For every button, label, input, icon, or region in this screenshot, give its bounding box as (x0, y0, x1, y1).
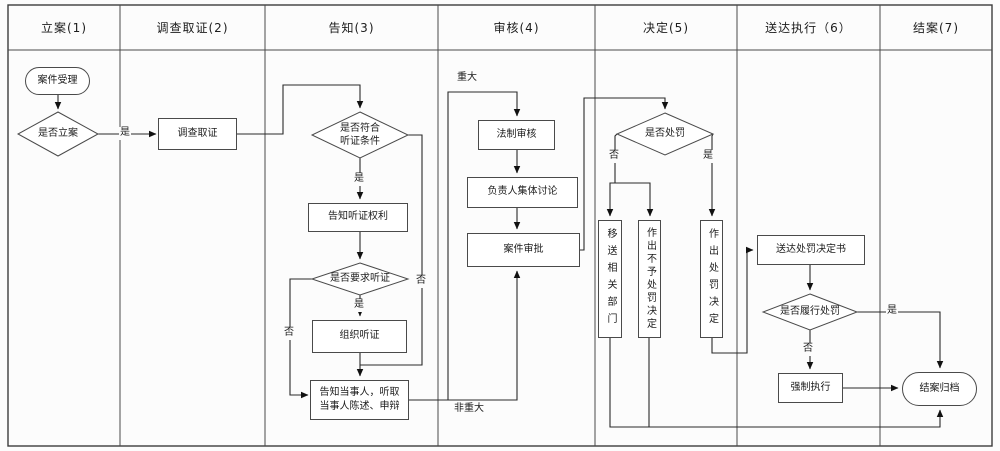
node-close-and-archive: 结案归档 (902, 372, 977, 406)
node-deliver-decision-letter: 送达处罚决定书 (757, 235, 865, 265)
edge-label-yes-fulfill: 是 (886, 305, 898, 318)
edge-label-yes-punish: 是 (702, 150, 714, 163)
node-no-punishment-decision: 作出不予处罚决定 (638, 220, 661, 338)
node-notify-party-statement: 告知当事人，听取当事人陈述、申辩 (310, 380, 409, 420)
diamond-file-case (16, 111, 100, 157)
node-hearing-request-decision: 是否要求听证 (330, 273, 390, 285)
swimlane-grid (7, 4, 993, 447)
edge-label-major: 重大 (456, 72, 478, 85)
lane-header-investigation: 调查取证(2) (156, 20, 229, 35)
lane-header-review: 审核(4) (493, 20, 540, 35)
node-compulsory-enforcement: 强制执行 (778, 373, 843, 403)
edge-label-non-major: 非重大 (453, 403, 485, 416)
node-file-case-decision: 是否立案 (38, 128, 78, 140)
node-collective-discussion: 负责人集体讨论 (467, 177, 578, 208)
diamond-hearing-request (310, 262, 410, 296)
diamond-punish-or-not (615, 112, 715, 156)
edge-label-no-hearing-request: 否 (283, 327, 295, 340)
node-punishment-decision: 作出处罚决定 (700, 220, 723, 338)
diamond-fulfill-punishment (761, 293, 859, 331)
edge-label-no-fulfill: 否 (802, 343, 814, 356)
edge-label-no-hearing-cond: 否 (415, 275, 427, 288)
edge-label-no-punish: 否 (608, 150, 620, 163)
node-legal-review: 法制审核 (478, 120, 555, 150)
node-hearing-condition-decision: 是否符合听证条件 (340, 122, 380, 148)
decision-diamonds (16, 111, 859, 331)
node-investigate-evidence: 调查取证 (158, 118, 237, 150)
node-fulfill-punishment-diamond: 是否履行处罚 (780, 306, 840, 318)
lane-header-decision: 决定(5) (643, 20, 689, 35)
edge-label-yes-hearing-request: 是 (353, 299, 365, 312)
node-notify-hearing-rights: 告知听证权利 (308, 203, 408, 232)
edge-label-yes-hearing-cond: 是 (353, 173, 365, 186)
swimlane-dividers (8, 5, 992, 446)
node-transfer-department: 移送相关部门 (598, 220, 622, 338)
diamond-hearing-condition (310, 111, 410, 159)
lane-header-filing: 立案(1) (41, 20, 87, 35)
node-case-approval: 案件审批 (467, 233, 580, 267)
node-case-acceptance: 案件受理 (25, 67, 90, 95)
lane-header-delivery: 送达执行（6） (765, 20, 852, 35)
lane-header-notification: 告知(3) (328, 20, 375, 35)
node-organize-hearing: 组织听证 (312, 320, 407, 353)
node-punish-decision-diamond: 是否处罚 (645, 128, 685, 140)
lane-header-closing: 结案(7) (913, 20, 959, 35)
edge-label-yes-file: 是 (119, 127, 131, 140)
